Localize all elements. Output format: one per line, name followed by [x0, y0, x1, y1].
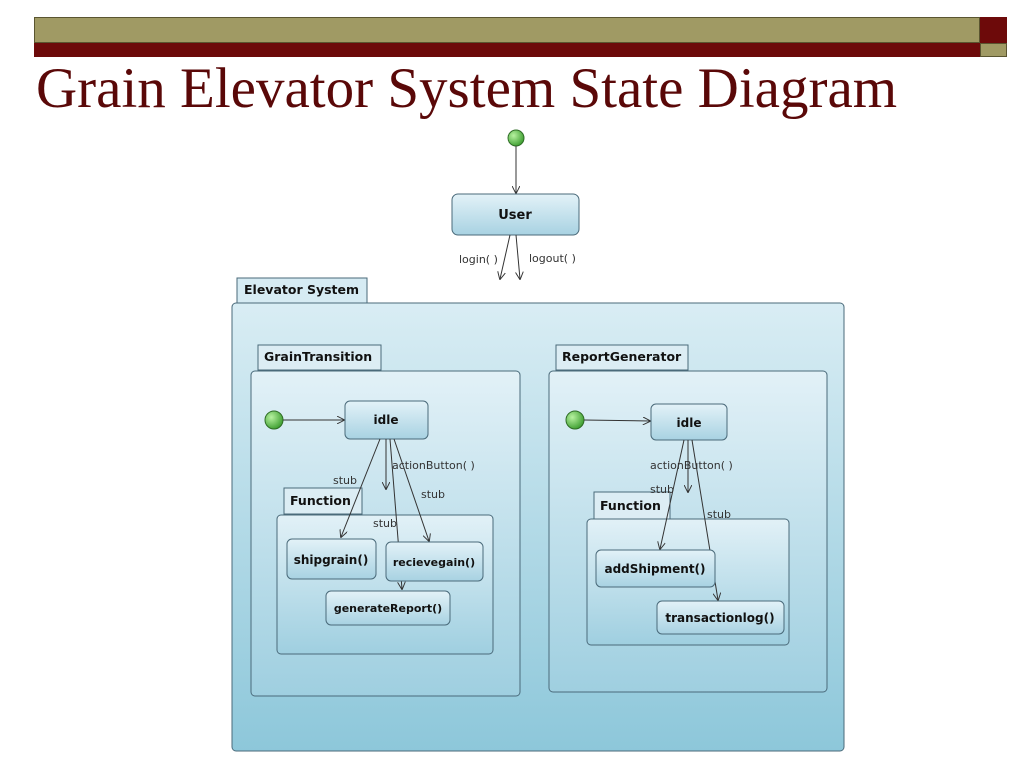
transition-report-idle-to-addshipment: [660, 439, 685, 549]
page-title: Grain Elevator System State Diagram: [36, 57, 898, 120]
grain-transition-label: GrainTransition: [264, 349, 372, 364]
state-user: User: [451, 193, 580, 236]
grain-initial-pseudostate-icon: [264, 410, 284, 430]
addshipment-label: addShipment(): [604, 562, 705, 576]
state-recievegain: recievegain(): [385, 541, 484, 582]
recievegain-label: recievegain(): [393, 556, 475, 569]
report-label-action: actionButton( ): [650, 459, 733, 472]
elevator-system-label: Elevator System: [244, 282, 359, 297]
state-shipgrain: shipgrain(): [286, 538, 377, 580]
report-initial-pseudostate-icon: [565, 410, 585, 430]
initial-pseudostate-icon: [507, 129, 525, 147]
state-grain-idle: idle: [344, 400, 429, 440]
header-bar-top: [34, 17, 980, 43]
report-label-stub-2: stub: [707, 508, 731, 521]
state-generatereport: generateReport(): [325, 590, 451, 626]
report-idle-label: idle: [677, 416, 702, 430]
label-logout: logout( ): [529, 252, 576, 265]
transactionlog-label: transactionlog(): [665, 611, 774, 625]
state-report-idle: idle: [650, 403, 728, 441]
transition-login: [500, 234, 511, 279]
header-bar-bottom: [34, 43, 980, 57]
state-user-label: User: [498, 208, 532, 223]
transition-logout: [516, 234, 520, 279]
grain-label-action: actionButton( ): [392, 459, 475, 472]
grain-function-label: Function: [290, 493, 351, 508]
report-label-stub-1: stub: [650, 483, 674, 496]
grain-idle-label: idle: [374, 413, 399, 427]
state-transactionlog: transactionlog(): [656, 600, 785, 635]
header-bar-bottom-accent: [980, 43, 1007, 57]
label-login: login( ): [459, 253, 498, 266]
grain-label-stub-1: stub: [333, 474, 357, 487]
report-generator-label: ReportGenerator: [562, 349, 682, 364]
shipgrain-label: shipgrain(): [294, 553, 369, 567]
generatereport-label: generateReport(): [334, 602, 442, 615]
header-bar-top-accent: [980, 17, 1007, 43]
transition-grain-idle-to-recievegain: [393, 438, 429, 541]
transition-grain-idle-to-shipgrain: [341, 438, 381, 537]
transition-report-initial-to-idle: [583, 420, 650, 421]
grain-label-stub-2: stub: [421, 488, 445, 501]
grain-label-stub-3: stub: [373, 517, 397, 530]
report-function-label: Function: [600, 498, 661, 513]
state-addshipment: addShipment(): [595, 549, 716, 588]
